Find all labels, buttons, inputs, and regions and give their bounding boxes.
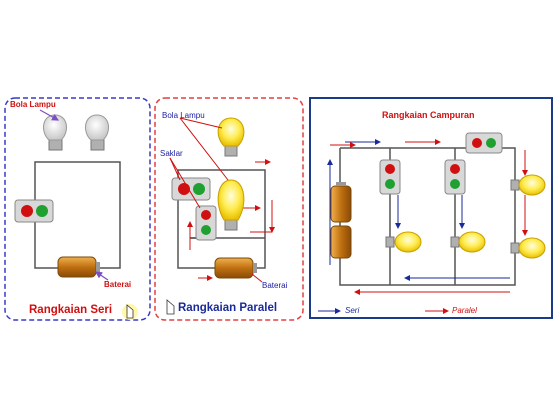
- legend-seri-label: Seri: [345, 306, 359, 315]
- switch-icon: [444, 159, 466, 195]
- switch-icon: [195, 205, 217, 241]
- paralel-title: Rangkaian Paralel: [178, 302, 277, 314]
- panel-campuran: [309, 97, 553, 319]
- hand-cursor-icon: [166, 299, 175, 315]
- light-bulb-icon: [43, 114, 67, 151]
- light-bulb-icon: [217, 179, 245, 231]
- light-bulb-icon: [385, 231, 422, 253]
- battery-icon: [57, 256, 100, 278]
- seri-bulb-label: Bola Lampu: [10, 100, 56, 109]
- seri-battery-label: Baterai: [104, 280, 131, 289]
- battery-icon: [214, 257, 257, 279]
- battery-icon: [330, 225, 352, 259]
- paralel-switch-label: Saklar: [160, 149, 183, 158]
- light-bulb-icon: [450, 231, 486, 253]
- paralel-bulb-label: Bola Lampu: [162, 111, 205, 120]
- switch-icon: [14, 199, 54, 223]
- battery-icon: [330, 182, 352, 223]
- switch-icon: [171, 177, 211, 201]
- hand-cursor-icon: [122, 304, 138, 320]
- paralel-battery-label: Baterai: [262, 281, 288, 290]
- campuran-title: Rangkaian Campuran: [382, 110, 475, 120]
- seri-title: Rangkaian Seri: [29, 304, 112, 316]
- light-bulb-icon: [217, 117, 245, 157]
- light-bulb-icon: [510, 237, 546, 259]
- panel-seri: [4, 97, 151, 321]
- switch-icon: [379, 159, 401, 195]
- light-bulb-icon: [85, 114, 109, 151]
- light-bulb-icon: [510, 174, 546, 196]
- switch-icon: [465, 132, 503, 154]
- legend-paralel-label: Paralel: [452, 306, 477, 315]
- panel-paralel: [154, 97, 304, 321]
